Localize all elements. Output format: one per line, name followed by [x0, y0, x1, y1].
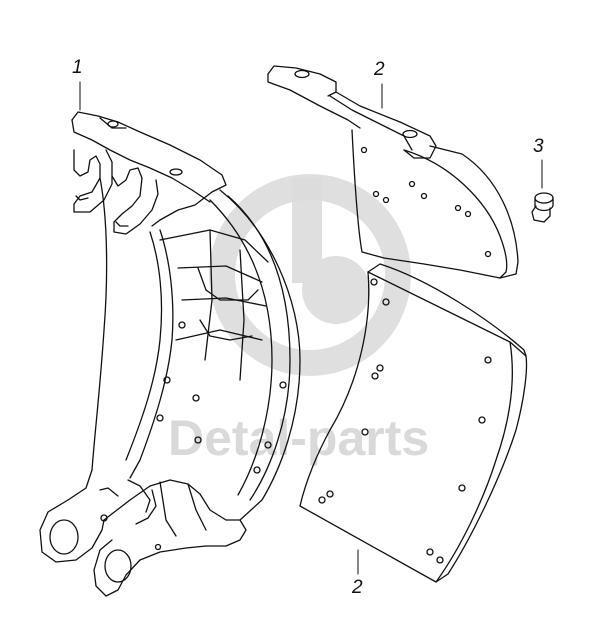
brake-lining-top — [267, 65, 519, 279]
rivet — [531, 192, 554, 223]
brake-shoe — [39, 111, 301, 597]
watermark-text: Detal-parts — [168, 410, 430, 466]
brake-lining-bottom — [299, 263, 528, 583]
leader-lines — [79, 81, 543, 575]
callout-part-2-bottom: 2 — [352, 577, 363, 598]
callout-part-3: 3 — [533, 136, 544, 157]
callout-part-2-top: 2 — [374, 59, 385, 80]
callout-part-1: 1 — [72, 57, 83, 78]
